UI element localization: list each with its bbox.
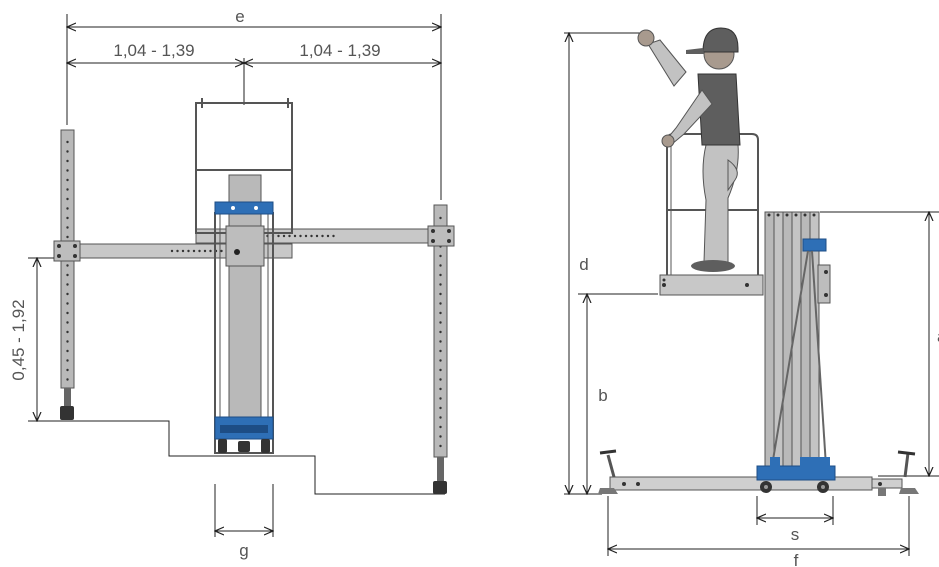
hole-dot	[439, 416, 442, 419]
hole-dot	[288, 234, 291, 238]
hole-dot	[439, 444, 442, 448]
hole-dot	[209, 249, 212, 253]
hole-dot	[315, 234, 319, 238]
mount-plate	[225, 225, 265, 267]
outrigger-foot-right	[897, 450, 919, 494]
stair-profile	[50, 420, 445, 495]
hole-dot	[66, 178, 69, 182]
hole-dot	[66, 359, 69, 362]
dim-g-label: g	[239, 541, 248, 560]
hole-dot	[439, 311, 442, 315]
hole-dot	[66, 368, 69, 372]
hole-dot	[439, 397, 442, 400]
hole-dot	[66, 169, 69, 172]
hole-dot	[66, 140, 69, 144]
dim-s-label: s	[791, 525, 800, 544]
hole-dot	[66, 349, 69, 353]
hole-dot	[198, 249, 201, 253]
hole-dot	[66, 226, 69, 229]
hole-dot	[439, 330, 442, 334]
worker-figure	[637, 27, 741, 272]
dim-height-adjust-label: 0,45 - 1,92	[9, 299, 28, 380]
hole-dot	[326, 234, 330, 238]
hole-dot	[439, 340, 442, 343]
hole-dot	[321, 234, 324, 238]
dim-e-label: e	[235, 7, 244, 26]
hole-dot	[66, 302, 69, 305]
hole-dot	[439, 435, 442, 438]
hole-dot	[439, 283, 442, 286]
hole-dot	[181, 249, 185, 253]
hole-dot	[277, 234, 280, 238]
hole-dot	[304, 234, 308, 238]
hole-dot	[439, 292, 442, 296]
hole-dot	[66, 273, 69, 277]
hole-dot	[66, 264, 69, 267]
hole-dot	[66, 216, 69, 220]
hole-dot	[66, 330, 69, 334]
hole-dot	[66, 207, 69, 210]
hole-dot	[66, 311, 69, 315]
hole-dot	[220, 249, 223, 253]
hole-dot	[66, 197, 69, 201]
hole-dot	[332, 234, 335, 238]
dim-b-label: b	[598, 386, 607, 405]
outrigger-foot-left	[598, 449, 618, 494]
dim-span-right-label: 1,04 - 1,39	[299, 41, 380, 60]
hole-dot	[439, 216, 442, 220]
hole-dot	[439, 406, 442, 410]
hole-dot	[439, 254, 442, 258]
top-clamp-blue	[214, 201, 274, 215]
hole-dot	[439, 273, 442, 277]
front-view: e 1,04 - 1,39 1,04 - 1,39	[9, 7, 455, 560]
work-platform	[659, 274, 764, 296]
hole-dot	[66, 340, 69, 343]
hole-dot	[439, 378, 442, 381]
dim-d-label: d	[579, 255, 588, 274]
hole-dot	[66, 321, 69, 324]
hole-dot	[66, 283, 69, 286]
hole-dot	[439, 264, 442, 267]
hole-dot	[66, 159, 69, 163]
hole-dot	[66, 188, 69, 191]
hole-dot	[176, 249, 179, 253]
dim-a-label: a	[937, 327, 939, 346]
mast-column	[228, 174, 262, 421]
hole-dot	[439, 425, 442, 429]
mast-clamp-blue	[802, 238, 827, 252]
hole-dot	[282, 234, 286, 238]
hole-dot	[299, 234, 302, 238]
hole-dot	[66, 378, 69, 381]
hole-dot	[187, 249, 190, 253]
hole-dot	[293, 234, 297, 238]
hole-dot	[439, 321, 442, 324]
side-base-blue	[756, 465, 836, 481]
hole-dot	[170, 249, 174, 253]
side-view: d b a	[564, 27, 939, 567]
hole-dot	[439, 368, 442, 372]
hole-dot	[66, 150, 69, 153]
control-box	[817, 264, 831, 304]
hole-dot	[192, 249, 196, 253]
hole-dot	[66, 235, 69, 239]
hole-dot	[439, 349, 442, 353]
hole-dot	[439, 387, 442, 391]
dim-f-label: f	[794, 551, 799, 567]
hole-dot	[66, 292, 69, 296]
hole-dot	[439, 359, 442, 362]
dim-span-left-label: 1,04 - 1,39	[113, 41, 194, 60]
hole-dot	[203, 249, 207, 253]
hole-dot	[310, 234, 313, 238]
hole-dot	[439, 302, 442, 305]
